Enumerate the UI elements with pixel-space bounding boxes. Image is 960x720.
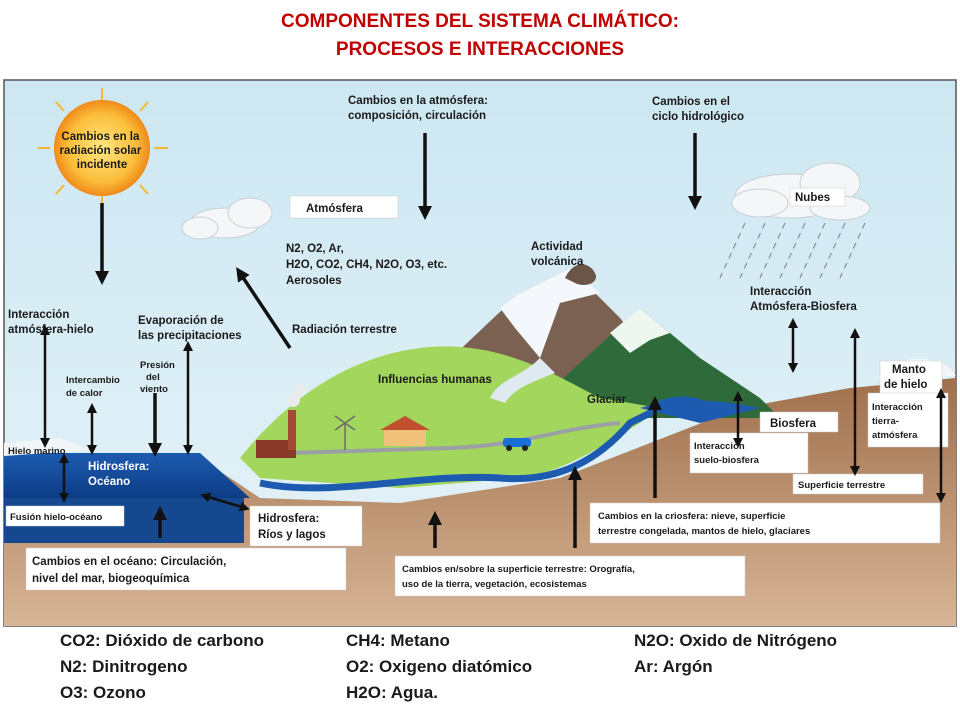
- land-surface-label: Superficie terrestre: [798, 480, 885, 491]
- hydro-rivers-label: Hidrosfera: Ríos y lagos: [258, 513, 326, 541]
- land-changes-label: Cambios en/sobre la superficie terrestre…: [402, 564, 637, 590]
- ice-ocean-box: [5, 505, 125, 527]
- sea-ice-label: Hielo marino: [8, 446, 66, 457]
- biosphere-label: Biosfera: [770, 418, 817, 430]
- terrestrial-radiation-label: Radiación terrestre: [292, 324, 397, 336]
- cryo-box: [589, 502, 941, 544]
- rivers-box: [249, 505, 363, 547]
- legend-h2o: H2O: Agua.: [346, 683, 438, 702]
- road: [289, 421, 621, 455]
- title-line-1: COMPONENTES DEL SISTEMA CLIMÁTICO:: [281, 11, 679, 32]
- land-atm-label: Interacción tierra- atmósfera: [872, 402, 925, 441]
- climate-system-diagram: Cambios en la radiación solar incidente …: [3, 79, 957, 627]
- legend-column-2: CH4: Metano O2: Oxigeno diatómico H2O: A…: [346, 628, 532, 706]
- title-line-2: PROCESOS E INTERACCIONES: [335, 39, 625, 60]
- atmosphere-label: Atmósfera: [306, 203, 363, 215]
- hydro-changes-label: Cambios en el ciclo hidrológico: [652, 96, 744, 123]
- legend-co2: CO2: Dióxido de carbono: [60, 631, 265, 650]
- atm-bio-label: Interacción Atmósfera-Biosfera: [750, 286, 857, 313]
- ocean-changes-label: Cambios en el océano: Circulación, nivel…: [32, 556, 229, 585]
- nubes-box: [789, 187, 846, 207]
- car-icon: [503, 438, 531, 451]
- windmill-icon: [334, 415, 356, 450]
- glacier: [490, 358, 555, 403]
- manto-box: [879, 360, 943, 398]
- wind-pressure-label: Presión del viento: [140, 360, 178, 395]
- human-influence-label: Influencias humanas: [378, 374, 492, 386]
- lake: [640, 400, 760, 423]
- gases-label: N2, O2, Ar, H2O, CO2, CH4, N2O, O3, etc.…: [286, 243, 450, 287]
- legend-ch4: CH4: Metano: [346, 631, 450, 650]
- atm-ice-label: Interacción atmósfera-hielo: [8, 309, 94, 336]
- volcano-snow: [500, 268, 600, 358]
- arrow-ocean-rivers: [200, 492, 250, 512]
- legend-ar: Ar: Argón: [634, 657, 713, 676]
- arrow-terrestrial-radiation: [236, 267, 292, 349]
- hydro-ocean-label: Hidrosfera: Océano: [88, 461, 153, 488]
- ice-sheet-label: Manto de hielo: [884, 364, 929, 391]
- cryo-changes-label: Cambios en la criosfera: nieve, superfic…: [598, 511, 810, 537]
- legend-column-3: N2O: Oxido de Nitrógeno Ar: Argón: [634, 628, 837, 680]
- volcanic-label: Actividad volcánica: [531, 241, 586, 268]
- legend-column-1: CO2: Dióxido de carbono N2: Dinitrogeno …: [60, 628, 264, 706]
- heat-exchange-label: Intercambio de calor: [66, 375, 123, 399]
- green-mountain-snow: [610, 308, 670, 353]
- volcanic-smoke: [565, 264, 596, 285]
- legend-n2: N2: Dinitrogeno: [60, 657, 188, 676]
- ocean-changes-box: [25, 547, 347, 591]
- house-icon: [380, 416, 430, 446]
- sun-icon: [38, 88, 168, 210]
- legend-o3: O3: Ozono: [60, 683, 146, 702]
- sun-label: Cambios en la radiación solar incidente: [59, 131, 144, 171]
- land-atm-box: [867, 392, 949, 448]
- ice-ocean-label: Fusión hielo-océano: [10, 512, 103, 523]
- evaporation-label: Evaporación de las precipitaciones: [138, 315, 242, 342]
- legend-o2: O2: Oxigeno diatómico: [346, 657, 533, 676]
- soil-bio-box: [689, 432, 809, 474]
- clouds-label: Nubes: [795, 192, 830, 204]
- soil-bio-label: Interacción suelo-biosfera: [694, 441, 760, 466]
- legend-n2o: N2O: Oxido de Nitrógeno: [634, 631, 838, 650]
- glacier-label: Glaciar: [587, 394, 627, 406]
- atmosphere-changes-label: Cambios en la atmósfera: composición, ci…: [348, 95, 491, 122]
- land-changes-box: [394, 555, 746, 597]
- cloud-icon: [181, 197, 273, 240]
- biosfera-box: [759, 411, 839, 433]
- atmosfera-box: [289, 195, 399, 219]
- factory-icon: [256, 384, 306, 458]
